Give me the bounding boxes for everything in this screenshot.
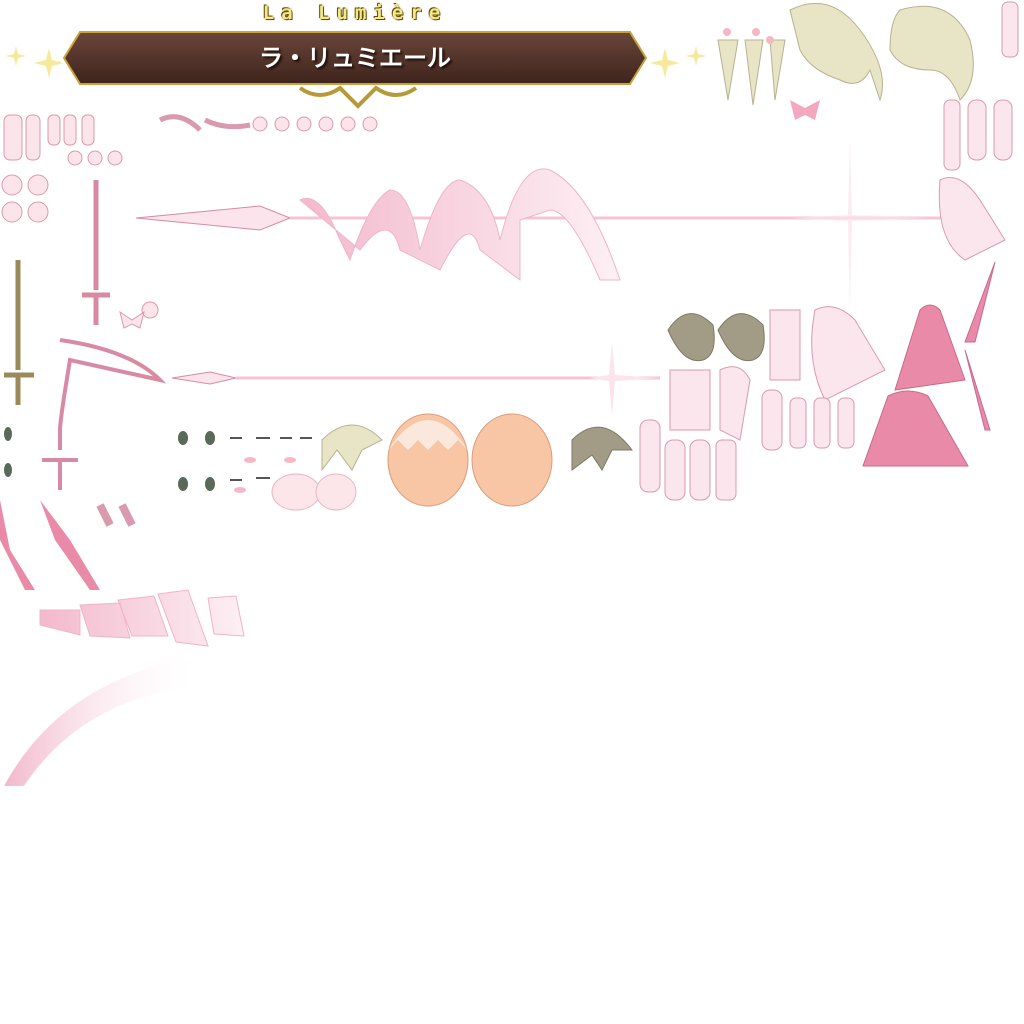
face-expressions-top [723,28,774,44]
hair-blonde-sprites [717,2,974,106]
blush-sprites [234,457,296,493]
sword-sprites [4,180,167,490]
costume-sprites [639,1,1019,501]
eye-sprites [4,427,312,491]
banner-ornament [298,85,418,109]
bow-sprite [790,100,820,120]
japanese-title: ラ・リュミエール [259,44,451,72]
lance-sprite [171,342,660,416]
head-sprites [271,413,553,511]
skirt-sprites [862,261,996,467]
spear-ribbon-sprite [135,140,960,311]
ribbon-sprites [0,500,245,786]
title-banner [6,31,706,109]
sparkle-icon [6,46,706,78]
english-title: La Lumière [262,2,448,24]
hair-dark-sprites [321,313,765,472]
small-parts-sprites [1,114,378,329]
